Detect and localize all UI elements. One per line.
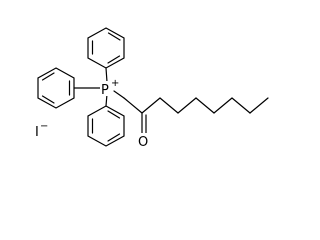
phenyl-ring-bottom [87, 105, 125, 147]
iodide-charge: − [40, 121, 48, 132]
atom-phosphorus: P + [100, 78, 119, 98]
oxononyl-chain [123, 97, 269, 134]
phenyl-ring-left [37, 67, 75, 109]
phenyl-ring-top [87, 27, 125, 69]
phosphorus-charge: + [111, 78, 119, 89]
oxygen-symbol: O [138, 135, 148, 150]
chemical-structure: P + O I − [35, 27, 269, 150]
bond-p-ch2 [113, 90, 125, 99]
iodide-symbol: I [35, 125, 39, 140]
iodide-ion: I − [35, 121, 48, 140]
phosphorus-symbol: P [101, 83, 109, 98]
bond-p-phenyl-top [105, 67, 108, 83]
atom-oxygen: O [137, 133, 151, 150]
